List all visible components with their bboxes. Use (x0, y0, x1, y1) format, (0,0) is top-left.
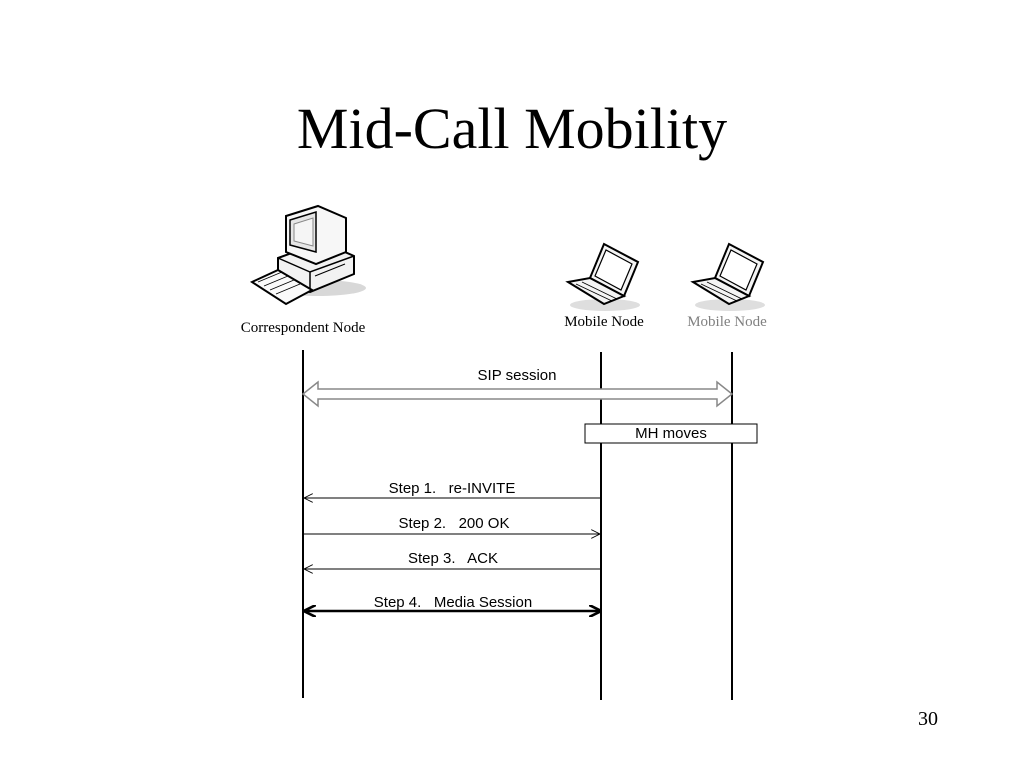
step1-label: Step 1. re-INVITE (389, 480, 516, 497)
mh-moves-box (584, 423, 758, 444)
correspondent-node-label: Correspondent Node (241, 320, 366, 336)
sip-session-arrow (301, 380, 734, 408)
slide-title: Mid-Call Mobility (296, 96, 728, 161)
mobile-node-label: Mobile Node (564, 314, 644, 330)
page-number: 30 (918, 708, 938, 730)
laptop-icon (690, 242, 765, 311)
step3-label: Step 3. ACK (408, 550, 498, 567)
step2-label: Step 2. 200 OK (399, 515, 510, 532)
sip-session-label: SIP session (478, 367, 557, 384)
desktop-computer-icon (249, 204, 366, 306)
mobile-node-moved-label: Mobile Node (687, 314, 767, 330)
mh-moves-label: MH moves (635, 425, 707, 442)
laptop-icon (565, 242, 640, 311)
step4-label: Step 4. Media Session (374, 594, 532, 611)
